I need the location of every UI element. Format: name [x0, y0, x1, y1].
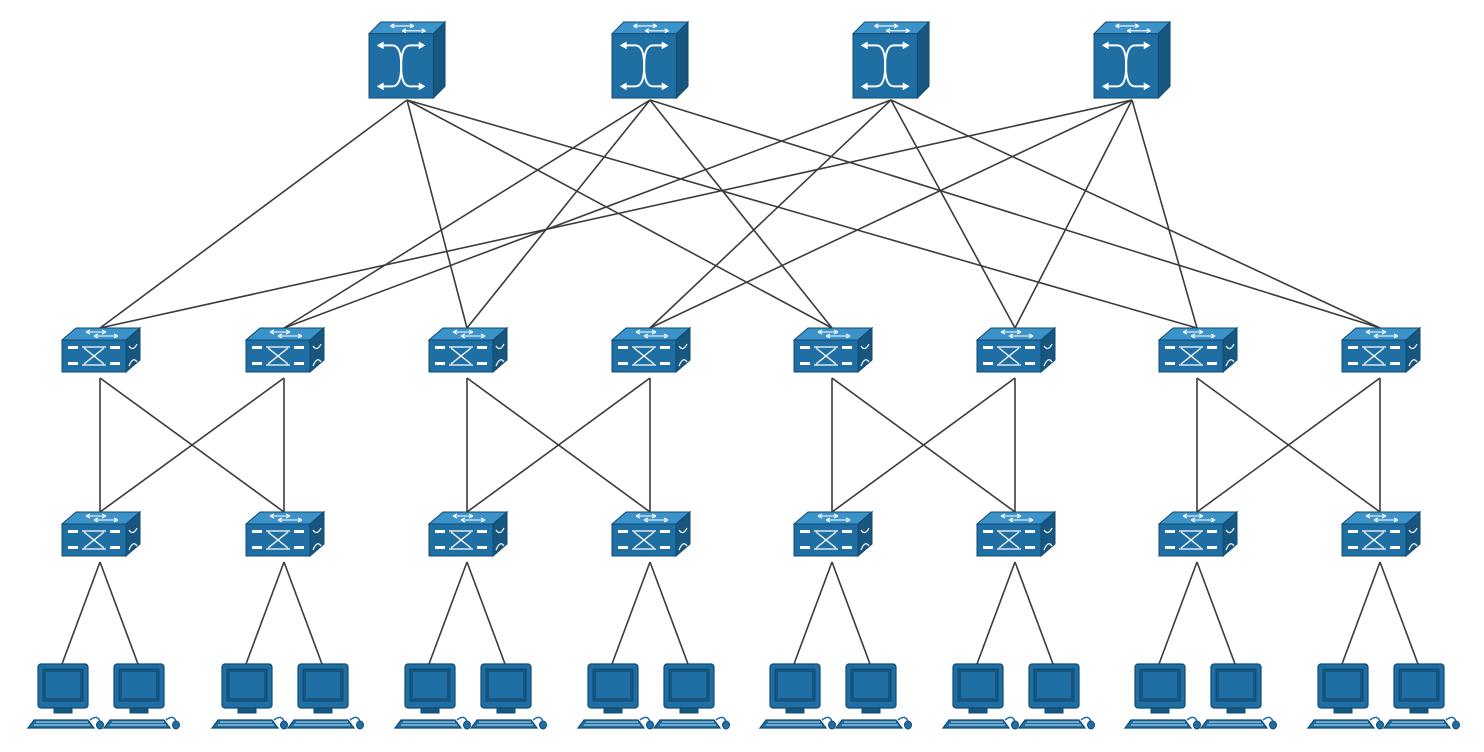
core-to-aggregation-link	[283, 99, 651, 329]
core-to-aggregation-link	[890, 99, 1016, 329]
core-to-aggregation-link	[649, 99, 833, 329]
edge-to-host-link	[976, 561, 1016, 665]
workstation-icon	[1124, 663, 1202, 730]
aggregation-to-edge-link	[466, 377, 651, 513]
workgroup-switch-icon	[61, 511, 141, 557]
workgroup-switch-icon	[611, 327, 691, 373]
workstation-icon	[759, 663, 837, 730]
workstation-icon	[653, 663, 731, 730]
workgroup-switch-icon	[1158, 327, 1238, 373]
network-devices	[27, 21, 1461, 730]
workstation-icon	[577, 663, 655, 730]
core-to-aggregation-link	[649, 99, 1133, 329]
core-switch-icon	[611, 21, 690, 100]
edge-to-host-link	[793, 561, 833, 665]
workgroup-switch-icon	[245, 327, 325, 373]
workgroup-switch-icon	[793, 511, 873, 557]
edge-to-host-link	[649, 561, 689, 665]
workstation-icon	[1018, 663, 1096, 730]
core-to-aggregation-link	[890, 99, 1381, 329]
edge-to-host-link	[99, 561, 139, 665]
workstation-icon	[27, 663, 105, 730]
workstation-icon	[103, 663, 181, 730]
core-to-aggregation-link	[466, 99, 651, 329]
workgroup-switch-icon	[793, 327, 873, 373]
core-switch-icon	[368, 21, 447, 100]
core-switch-icon	[1093, 21, 1172, 100]
workstation-icon	[942, 663, 1020, 730]
edge-to-host-link	[428, 561, 468, 665]
edge-to-host-link	[1196, 561, 1236, 665]
edge-to-host-link	[1158, 561, 1198, 665]
workstation-icon	[211, 663, 289, 730]
workstation-icon	[1383, 663, 1461, 730]
workstation-icon	[287, 663, 365, 730]
edge-to-host-link	[1341, 561, 1381, 665]
edge-to-host-link	[1379, 561, 1419, 665]
workgroup-switch-icon	[1341, 511, 1421, 557]
core-to-aggregation-link	[649, 99, 1381, 329]
workstation-icon	[470, 663, 548, 730]
core-to-aggregation-link	[99, 99, 1133, 329]
workgroup-switch-icon	[61, 327, 141, 373]
core-to-aggregation-link	[1014, 99, 1133, 329]
core-to-aggregation-link	[406, 99, 468, 329]
core-to-aggregation-link	[283, 99, 892, 329]
network-links	[61, 99, 1419, 665]
edge-to-host-link	[611, 561, 651, 665]
core-to-aggregation-link	[1131, 99, 1198, 329]
workstation-icon	[1307, 663, 1385, 730]
workgroup-switch-icon	[428, 327, 508, 373]
core-to-aggregation-link	[649, 99, 892, 329]
workstation-icon	[835, 663, 913, 730]
edge-to-host-link	[1014, 561, 1054, 665]
workgroup-switch-icon	[245, 511, 325, 557]
workgroup-switch-icon	[976, 511, 1056, 557]
aggregation-to-edge-link	[1196, 377, 1381, 513]
core-to-aggregation-link	[99, 99, 408, 329]
core-to-aggregation-link	[406, 99, 1198, 329]
workgroup-switch-icon	[1158, 511, 1238, 557]
workstation-icon	[394, 663, 472, 730]
edge-to-host-link	[831, 561, 871, 665]
workgroup-switch-icon	[976, 327, 1056, 373]
edge-to-host-link	[283, 561, 323, 665]
workstation-icon	[1200, 663, 1278, 730]
workgroup-switch-icon	[428, 511, 508, 557]
aggregation-to-edge-link	[99, 377, 285, 513]
workgroup-switch-icon	[611, 511, 691, 557]
workgroup-switch-icon	[1341, 327, 1421, 373]
edge-to-host-link	[466, 561, 506, 665]
aggregation-to-edge-link	[831, 377, 1016, 513]
edge-to-host-link	[61, 561, 101, 665]
edge-to-host-link	[245, 561, 285, 665]
core-switch-icon	[852, 21, 931, 100]
